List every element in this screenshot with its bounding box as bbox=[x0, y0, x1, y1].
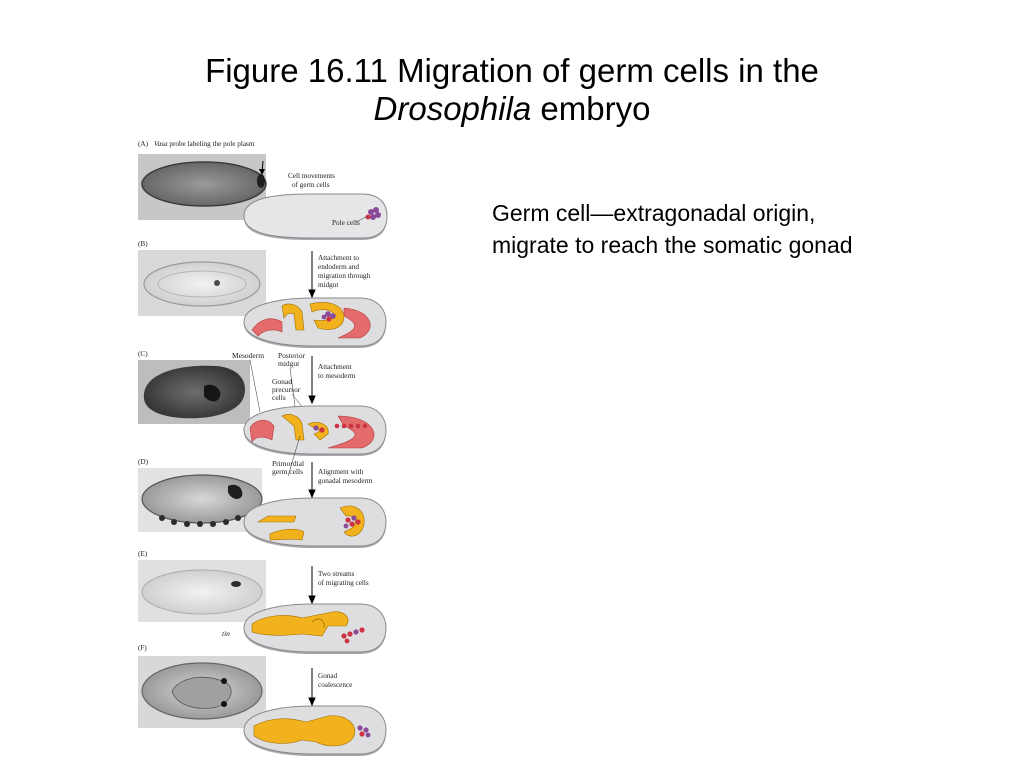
svg-text:Attachment: Attachment bbox=[318, 363, 352, 371]
panel-b-letter: (B) bbox=[138, 240, 148, 248]
panel-a-schematic: Pole cells bbox=[243, 193, 388, 240]
svg-text:Attachment to: Attachment to bbox=[318, 254, 359, 262]
panel-f-step-label: Gonad coalescence bbox=[318, 672, 352, 689]
svg-text:Cell movements: Cell movements bbox=[288, 172, 335, 180]
panel-a-header: Vasa probe labeling the pole plasm bbox=[154, 140, 255, 148]
panel-c-schematic bbox=[243, 405, 387, 456]
panel-c: (C) Mesoderm Posterior midgut Gonad prec… bbox=[138, 350, 387, 456]
svg-text:Alignment with: Alignment with bbox=[318, 468, 364, 476]
panel-e: (E) tin Two streams of migrating cells bbox=[138, 550, 387, 654]
panel-f: (F) Gonad coalescence bbox=[138, 644, 387, 756]
germ-cells-e bbox=[341, 627, 365, 644]
panel-a-photo bbox=[138, 154, 267, 220]
panel-b-schematic bbox=[243, 297, 387, 348]
panel-a-letter: (A) bbox=[138, 140, 149, 148]
panel-a: (A) Vasa probe labeling the pole plasm C… bbox=[138, 140, 388, 240]
panel-e-step-label: Two streams of migrating cells bbox=[318, 570, 369, 587]
svg-text:midgut: midgut bbox=[278, 359, 300, 368]
svg-text:Gonad: Gonad bbox=[318, 672, 338, 680]
panel-b-step-label: Attachment to endoderm and migration thr… bbox=[318, 254, 371, 289]
germ-cells-c bbox=[313, 423, 368, 433]
panel-d: (D) Primordial germ cells Alignment with… bbox=[138, 435, 387, 548]
germ-cells-d bbox=[343, 515, 361, 529]
slide-title: Figure 16.11 Migration of germ cells in … bbox=[0, 52, 1024, 128]
step-arrows bbox=[308, 251, 316, 707]
germ-cell-migration-figure: (A) Vasa probe labeling the pole plasm C… bbox=[132, 136, 400, 760]
panel-d-letter: (D) bbox=[138, 458, 149, 466]
svg-text:to mesoderm: to mesoderm bbox=[318, 372, 356, 380]
svg-text:cells: cells bbox=[272, 393, 286, 402]
svg-text:of migrating cells: of migrating cells bbox=[318, 579, 369, 587]
panel-f-letter: (F) bbox=[138, 644, 147, 652]
panel-a-step-label: Cell movements of germ cells bbox=[288, 172, 335, 189]
body-text: Germ cell—extragonadal origin, migrate t… bbox=[492, 197, 972, 261]
title-species: Drosophila bbox=[373, 90, 532, 127]
svg-text:Posterior: Posterior bbox=[278, 351, 306, 360]
panel-d-schematic bbox=[243, 497, 387, 548]
tin-label: tin bbox=[222, 629, 230, 638]
panel-d-photo bbox=[138, 468, 263, 532]
svg-text:endoderm and: endoderm and bbox=[318, 263, 359, 271]
panel-e-photo bbox=[138, 560, 266, 622]
svg-text:germ cells: germ cells bbox=[272, 467, 303, 476]
panel-f-photo bbox=[138, 656, 266, 728]
svg-text:Mesoderm: Mesoderm bbox=[232, 351, 264, 360]
svg-text:Gonad: Gonad bbox=[272, 377, 292, 386]
body-line-2: migrate to reach the somatic gonad bbox=[492, 232, 853, 258]
title-line-2: Drosophila embryo bbox=[0, 90, 1024, 128]
panel-c-letter: (C) bbox=[138, 350, 148, 358]
svg-text:Primordial: Primordial bbox=[272, 459, 304, 468]
germ-cells-b bbox=[321, 311, 336, 322]
germ-cells-f bbox=[357, 725, 371, 738]
panel-a-header-rest: probe labeling the pole plasm bbox=[168, 140, 255, 148]
panel-e-schematic bbox=[243, 603, 387, 654]
svg-text:Two streams: Two streams bbox=[318, 570, 355, 578]
panel-d-callouts: Primordial germ cells bbox=[272, 435, 304, 477]
panel-a-header-italic: Vasa bbox=[154, 140, 168, 148]
svg-text:migration through: migration through bbox=[318, 272, 371, 280]
svg-text:midgut: midgut bbox=[318, 281, 338, 289]
panel-c-photo bbox=[138, 360, 250, 424]
svg-text:precursor: precursor bbox=[272, 385, 301, 394]
svg-text:coalescence: coalescence bbox=[318, 681, 352, 689]
panel-e-letter: (E) bbox=[138, 550, 148, 558]
panel-b-photo bbox=[138, 250, 266, 316]
panel-d-step-label: Alignment with gonadal mesoderm bbox=[318, 468, 373, 485]
pole-cells bbox=[365, 207, 381, 220]
pole-cells-callout: Pole cells bbox=[332, 219, 360, 227]
panel-c-step-label: Attachment to mesoderm bbox=[318, 363, 356, 380]
body-line-1: Germ cell—extragonadal origin, bbox=[492, 200, 816, 226]
panel-f-schematic bbox=[243, 705, 387, 756]
panel-b: (B) Attachment to endoderm and migration… bbox=[138, 240, 387, 348]
svg-text:gonadal mesoderm: gonadal mesoderm bbox=[318, 477, 373, 485]
title-suffix: embryo bbox=[531, 90, 651, 127]
title-line-1: Figure 16.11 Migration of germ cells in … bbox=[205, 52, 819, 89]
svg-text:of germ cells: of germ cells bbox=[292, 181, 330, 189]
